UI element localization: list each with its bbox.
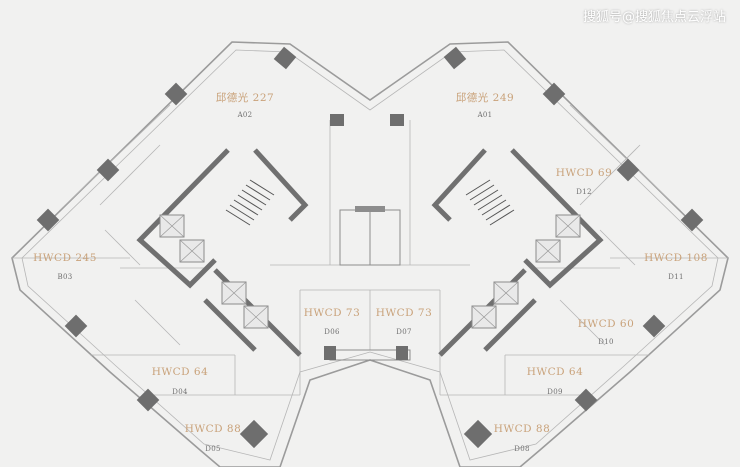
unit-d11: HWCD 108 D11 bbox=[644, 252, 708, 281]
unit-d09: HWCD 64 D09 bbox=[527, 366, 584, 396]
unit-code: D05 bbox=[205, 445, 220, 453]
unit-code: B03 bbox=[58, 273, 73, 281]
unit-code: D09 bbox=[547, 388, 562, 396]
unit-code: D12 bbox=[576, 188, 591, 196]
unit-code: D07 bbox=[396, 328, 411, 336]
unit-name: HWCD 245 bbox=[33, 252, 97, 264]
unit-d12: HWCD 69 D12 bbox=[556, 167, 613, 196]
unit-name: 邱德光 249 bbox=[456, 91, 514, 104]
unit-a02: 邱德光 227 A02 bbox=[216, 91, 274, 119]
unit-code: D06 bbox=[324, 328, 340, 336]
unit-name: HWCD 88 bbox=[494, 423, 551, 435]
unit-name: HWCD 108 bbox=[644, 252, 708, 264]
unit-d06: HWCD 73 D06 bbox=[304, 307, 361, 336]
unit-a01: 邱德光 249 A01 bbox=[456, 91, 514, 119]
left-core bbox=[136, 148, 309, 357]
unit-d07: HWCD 73 D07 bbox=[376, 307, 433, 336]
unit-d05: HWCD 88 D05 bbox=[185, 423, 242, 453]
unit-name: HWCD 64 bbox=[527, 366, 584, 378]
unit-name: HWCD 60 bbox=[578, 318, 635, 330]
unit-code: D11 bbox=[668, 273, 683, 281]
unit-name: HWCD 73 bbox=[376, 307, 433, 319]
unit-code: D10 bbox=[598, 338, 613, 346]
unit-d10: HWCD 60 D10 bbox=[578, 318, 635, 346]
unit-d08: HWCD 88 D08 bbox=[494, 423, 551, 453]
unit-name: HWCD 69 bbox=[556, 167, 613, 179]
unit-name: HWCD 64 bbox=[152, 366, 209, 378]
unit-d04: HWCD 64 D04 bbox=[152, 366, 209, 396]
watermark-text: 搜狐号@搜狐焦点云浮站 bbox=[582, 10, 726, 25]
unit-b03: HWCD 245 B03 bbox=[33, 252, 97, 281]
unit-name: HWCD 73 bbox=[304, 307, 361, 319]
unit-code: D08 bbox=[514, 445, 529, 453]
unit-name: 邱德光 227 bbox=[216, 91, 274, 104]
unit-name: HWCD 88 bbox=[185, 423, 242, 435]
unit-code: A01 bbox=[477, 111, 493, 119]
unit-code: A02 bbox=[237, 111, 253, 119]
right-core bbox=[431, 148, 604, 357]
unit-code: D04 bbox=[172, 388, 188, 396]
